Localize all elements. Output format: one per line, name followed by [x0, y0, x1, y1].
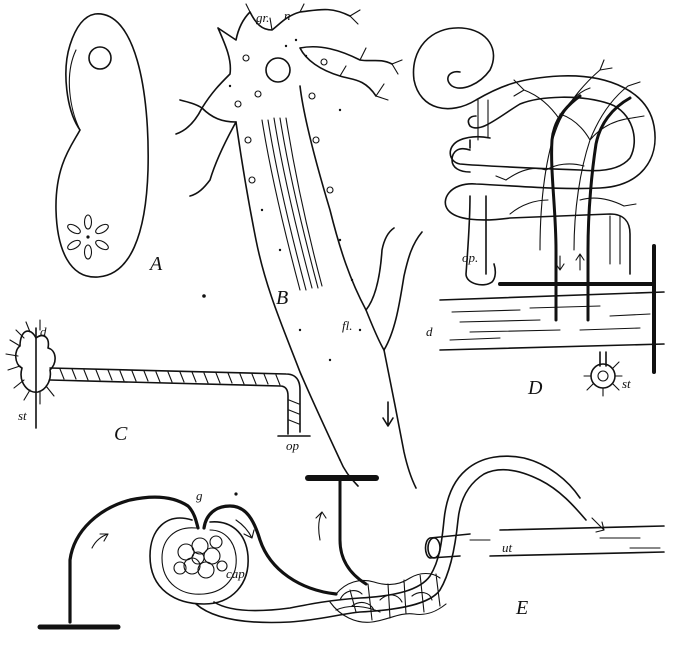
panel-b-nucleus	[266, 58, 290, 82]
panel-e-capsule	[150, 518, 248, 604]
panel-e-small-dot	[234, 492, 237, 495]
panel-e-glomerulus	[174, 536, 227, 578]
panel-b-branch-lower	[340, 350, 416, 488]
panel-b-cell-body	[202, 10, 392, 461]
panel-d-label-d: d	[426, 324, 433, 339]
panel-e-peritubular-net	[330, 574, 446, 623]
panel-e-label-ut: ut	[502, 540, 513, 555]
panel-c-duct-hatching	[60, 369, 299, 424]
panel-d-label-op: op.	[462, 250, 478, 265]
panel-c-letter: C	[114, 423, 128, 445]
panel-a: A	[56, 14, 163, 277]
panel-e-label-g: g	[196, 488, 203, 503]
panel-e: g cap ut E	[40, 456, 664, 627]
panel-d-letter: D	[527, 377, 543, 399]
panel-b-arrow	[383, 402, 393, 426]
panel-d-flow-arrows	[556, 254, 584, 270]
panel-d-blood-vessels	[496, 60, 644, 250]
panel-d-coil-tube	[413, 28, 655, 285]
panel-e-ureter-opening	[428, 538, 440, 558]
panel-e-ureter-stub	[426, 526, 665, 558]
panel-e-ureter-hatch	[470, 538, 660, 548]
panel-b-fibrils	[262, 118, 322, 290]
panel-b: gr. n fl. B	[176, 4, 422, 488]
panel-e-vein	[340, 480, 366, 584]
panel-c: d st op C	[6, 320, 310, 453]
panel-e-afferent-vessel	[70, 497, 198, 622]
panel-e-efferent-vessel	[204, 506, 336, 594]
panel-b-label-gr: gr.	[256, 10, 269, 25]
panel-b-letter: B	[276, 287, 288, 309]
panel-b-label-fl: fl.	[342, 318, 352, 333]
panel-e-letter: E	[515, 597, 528, 619]
panel-c-label-op: op	[286, 438, 300, 453]
panel-d-skin-bar	[500, 246, 654, 372]
panel-a-cell-outline	[56, 14, 148, 277]
panel-b-label-n: n	[284, 8, 291, 23]
panel-c-label-st: st	[18, 408, 27, 423]
panel-b-dendrites-top	[246, 4, 402, 100]
panel-e-label-cap: cap	[226, 566, 245, 581]
panel-a-rosette	[66, 215, 110, 259]
panel-a-inner-fold	[69, 50, 80, 130]
panel-a-letter: A	[148, 253, 163, 275]
panel-d-dermis-fibres	[450, 306, 650, 340]
panel-b-branch-left	[176, 100, 236, 196]
panel-d-gland-hairs	[584, 362, 622, 396]
panel-d: op. d st D	[413, 28, 664, 399]
panel-d-ducts-vertical	[478, 100, 620, 264]
panel-d-label-st: st	[622, 376, 631, 391]
panel-b-granules	[202, 39, 361, 361]
panel-d-gland-sac-inner	[598, 371, 608, 381]
panel-d-dermis-band	[440, 292, 664, 350]
panel-c-label-d: d	[40, 324, 47, 339]
panel-a-nucleus	[89, 47, 111, 69]
panel-d-gland-sac	[591, 364, 615, 388]
